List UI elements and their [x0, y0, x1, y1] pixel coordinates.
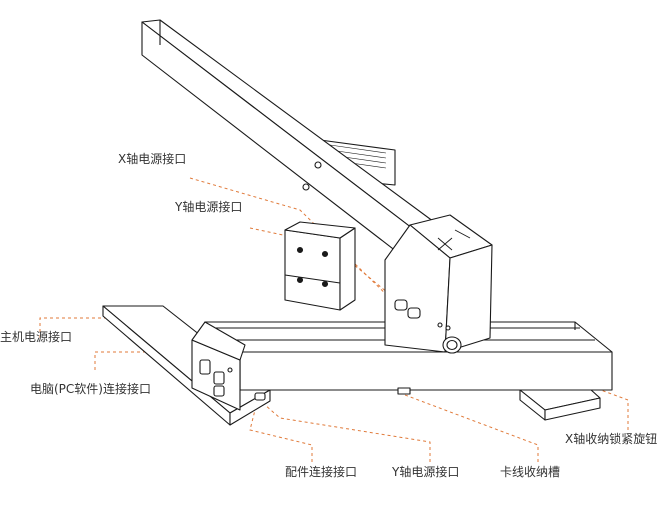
- x-arm-front: [141, 21, 426, 263]
- usb-port-2: [213, 385, 225, 397]
- y-block-seam: [284, 274, 341, 284]
- laser-head-x-mark: [437, 229, 471, 251]
- control-box-top: [191, 321, 246, 361]
- control-led: [227, 367, 233, 373]
- label-y-power-port-top: Y轴电源接口: [175, 200, 243, 214]
- leader-accessory: [249, 397, 313, 462]
- label-main-power-port: 主机电源接口: [0, 330, 73, 344]
- y-power-socket-top: [407, 307, 421, 319]
- right-foot-side: [544, 397, 601, 421]
- leader-y-power-bottom: [264, 404, 431, 462]
- label-accessory-port: 配件连接接口: [285, 465, 358, 479]
- cable-slot-notch: [397, 387, 411, 395]
- leader-cable-slot: [404, 394, 539, 462]
- screw-3: [296, 276, 304, 284]
- label-cable-slot: 卡线收纳槽: [500, 465, 561, 479]
- y-block-side: [339, 227, 356, 311]
- head-led-2: [445, 325, 451, 331]
- label-y-power-port-bottom: Y轴电源接口: [392, 465, 460, 479]
- laser-head-side: [444, 244, 493, 353]
- arm-hole-2: [302, 183, 310, 191]
- usb-port: [213, 371, 225, 385]
- head-led: [437, 322, 443, 328]
- screw-2: [321, 250, 329, 258]
- line-art: [102, 19, 613, 426]
- screw-4: [321, 280, 329, 288]
- screw-1: [296, 246, 304, 254]
- arm-hole-1: [314, 161, 322, 169]
- x-power-socket: [394, 299, 408, 311]
- main-power-socket: [199, 359, 211, 375]
- base-rail-front: [239, 351, 613, 391]
- y-block-top: [284, 221, 356, 239]
- label-x-lock-knob: X轴收纳锁紧旋钮: [565, 432, 658, 446]
- label-x-power-port: X轴电源接口: [118, 152, 187, 166]
- leader-y-power-top: [249, 227, 412, 313]
- x-lock-knob-inner: [446, 339, 458, 351]
- accessory-socket: [254, 392, 266, 401]
- y-block-front: [284, 229, 341, 311]
- label-pc-port: 电脑(PC软件)连接接口: [30, 382, 151, 396]
